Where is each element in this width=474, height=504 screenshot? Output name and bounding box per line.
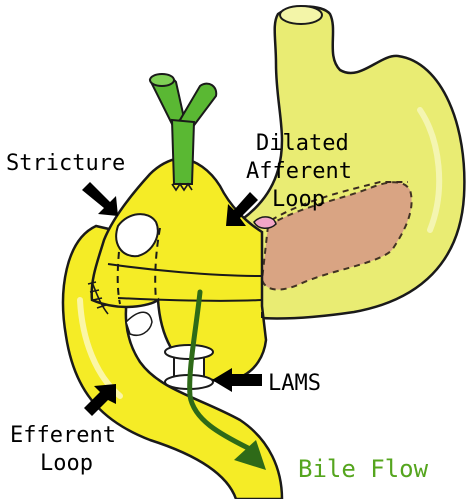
afferent-pointer — [226, 192, 258, 226]
label-stricture: Stricture — [6, 151, 125, 176]
bile-duct-top-left — [149, 73, 175, 87]
suture-tick — [92, 297, 103, 301]
label-loop: Loop — [272, 187, 325, 212]
stricture-site — [115, 213, 159, 258]
pancreas-outline-extension — [261, 181, 408, 227]
lams-flange-top — [164, 344, 214, 360]
loop-gap-white — [125, 311, 153, 336]
lams-pointer — [212, 368, 262, 392]
papilla-pink — [253, 216, 277, 229]
suture-tick — [96, 304, 107, 309]
afferent-loop-dashed-2 — [154, 227, 161, 301]
stomach-highlight — [417, 107, 443, 233]
label-efferent-loop: Loop — [40, 451, 93, 476]
bile-flow-path — [187, 289, 251, 451]
stricture-pointer — [82, 182, 118, 216]
suture-tick — [89, 289, 100, 293]
stomach-top-opening — [279, 5, 323, 25]
curved-arrow-icon — [187, 289, 266, 470]
bile-duct — [148, 73, 218, 192]
label-efferent: Efferent — [10, 423, 116, 448]
bile-duct-trunk — [170, 118, 196, 185]
label-afferent: Afferent — [246, 159, 352, 184]
bile-duct-anastomosis — [171, 182, 193, 192]
arrow-icon — [82, 182, 262, 416]
label-lams: LAMS — [268, 371, 321, 396]
pancreas — [260, 181, 413, 291]
afferent-loop-midline-2 — [117, 297, 263, 302]
bile-flow-arrowhead — [234, 440, 266, 470]
anastomosis-sutures — [87, 281, 109, 315]
bile-duct-branch-right — [178, 82, 218, 130]
label-dilated: Dilated — [256, 131, 349, 156]
suture-tick — [87, 281, 97, 285]
label-bile-flow: Bile Flow — [298, 455, 429, 483]
afferent-loop-midline — [107, 263, 263, 277]
efferent-pointer — [84, 384, 116, 416]
